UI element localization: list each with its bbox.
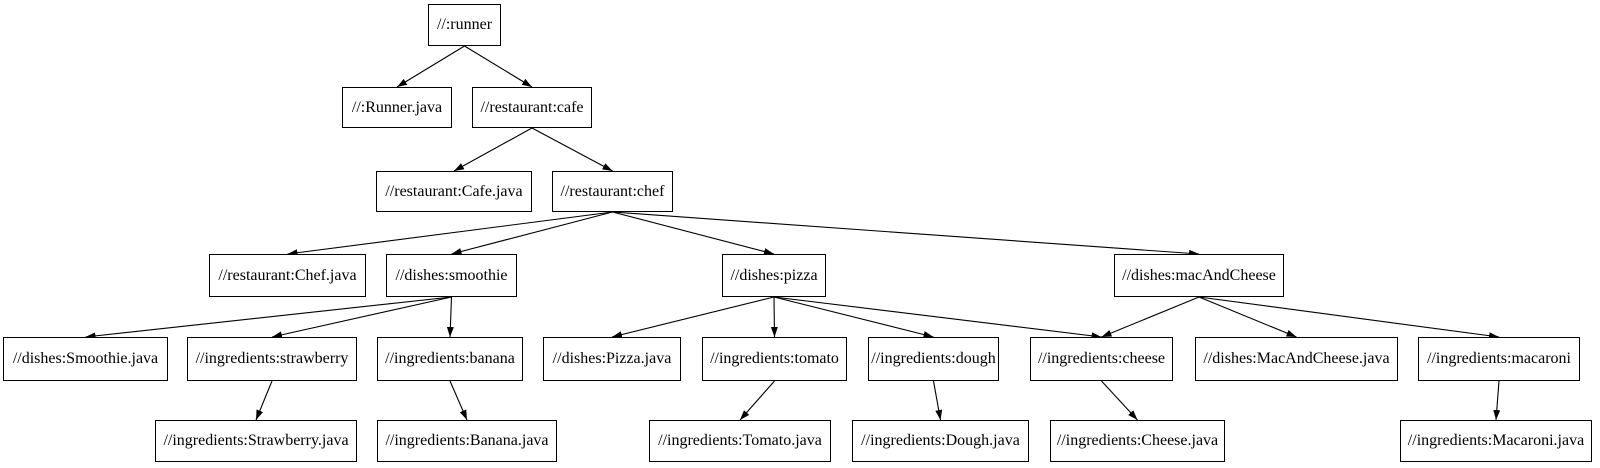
graph-node-cheese_java: //ingredients:Cheese.java <box>1050 420 1225 462</box>
graph-edge-chef-to-macandcheese <box>612 211 1200 257</box>
graph-node-cafe_java: //restaurant:Cafe.java <box>376 171 532 212</box>
graph-node-cheese: //ingredients:cheese <box>1030 337 1173 381</box>
graph-node-label: //ingredients:cheese <box>1037 350 1166 367</box>
graph-edge-pizza-to-dough <box>773 296 934 338</box>
graph-node-label: //dishes:pizza <box>730 266 818 284</box>
graph-node-tomato_java: //ingredients:Tomato.java <box>649 420 831 462</box>
graph-node-label: //ingredients:Tomato.java <box>658 432 822 449</box>
graph-node-label: //ingredients:Strawberry.java <box>163 432 349 449</box>
graph-node-label: //restaurant:Cafe.java <box>385 182 523 200</box>
graph-node-label: //dishes:MacAndCheese.java <box>1203 350 1390 367</box>
graph-edge-strawberry-to-strawberry_java <box>255 380 273 421</box>
graph-node-runner_java: //:Runner.java <box>342 87 452 128</box>
graph-edge-smoothie-to-smoothie_java <box>85 296 452 340</box>
graph-node-label: //ingredients:Macaroni.java <box>1407 432 1585 449</box>
graph-node-banana: //ingredients:banana <box>377 337 523 381</box>
graph-node-macaroni_java: //ingredients:Macaroni.java <box>1400 420 1592 462</box>
graph-edge-pizza-to-tomato <box>770 296 778 338</box>
graph-node-macandcheese_java: //dishes:MacAndCheese.java <box>1195 337 1398 381</box>
graph-node-label: //ingredients:Banana.java <box>385 432 549 449</box>
graph-node-label: //restaurant:chef <box>560 182 665 200</box>
graph-node-chef: //restaurant:chef <box>552 171 673 212</box>
graph-edge-chef-to-pizza <box>612 211 775 255</box>
graph-edge-cheese-to-cheese_java <box>1101 380 1138 421</box>
graph-edge-dough-to-dough_java <box>932 380 943 421</box>
graph-node-label: //restaurant:cafe <box>480 98 584 116</box>
graph-edge-macandcheese-to-cheese <box>1101 296 1200 338</box>
graph-node-tomato: //ingredients:tomato <box>702 337 847 381</box>
graph-edge-banana-to-banana_java <box>449 380 468 421</box>
graph-node-runner: //:runner <box>428 4 501 46</box>
graph-node-chef_java: //restaurant:Chef.java <box>209 254 366 297</box>
graph-edge-smoothie-to-banana <box>446 296 454 338</box>
graph-node-pizza: //dishes:pizza <box>722 254 826 297</box>
graph-node-banana_java: //ingredients:Banana.java <box>377 420 557 462</box>
graph-node-label: //ingredients:strawberry <box>195 350 349 367</box>
graph-node-strawberry_java: //ingredients:Strawberry.java <box>155 420 357 462</box>
graph-node-label: //ingredients:banana <box>385 350 515 367</box>
graph-edge-runner-to-cafe <box>464 45 533 88</box>
graph-node-label: //dishes:macAndCheese <box>1122 266 1276 284</box>
graph-edge-macandcheese-to-macandcheese_java <box>1198 296 1297 338</box>
graph-edge-cafe-to-chef <box>531 127 613 172</box>
graph-node-label: //ingredients:Dough.java <box>861 432 1020 449</box>
graph-edge-macaroni-to-macaroni_java <box>1493 380 1501 421</box>
graph-node-cafe: //restaurant:cafe <box>472 87 592 128</box>
graph-edge-smoothie-to-strawberry <box>271 296 452 339</box>
graph-edge-chef-to-smoothie <box>451 211 613 255</box>
graph-node-label: //ingredients:dough <box>871 350 996 367</box>
graph-node-strawberry: //ingredients:strawberry <box>187 337 357 381</box>
graph-node-label: //restaurant:Chef.java <box>218 266 357 284</box>
graph-edge-macandcheese-to-macaroni <box>1198 296 1500 340</box>
graph-node-label: //:Runner.java <box>351 98 443 116</box>
graph-edge-chef-to-chef_java <box>287 211 613 257</box>
graph-edge-pizza-to-pizza_java <box>611 296 775 339</box>
graph-node-pizza_java: //dishes:Pizza.java <box>543 337 681 381</box>
graph-node-label: //dishes:smoothie <box>395 266 508 284</box>
graph-node-label: //:runner <box>436 16 493 33</box>
graph-node-label: //dishes:Pizza.java <box>552 350 672 367</box>
graph-node-macandcheese: //dishes:macAndCheese <box>1114 254 1284 297</box>
graph-edge-tomato-to-tomato_java <box>739 380 775 421</box>
graph-node-macaroni: //ingredients:macaroni <box>1418 337 1580 381</box>
graph-node-smoothie_java: //dishes:Smoothie.java <box>3 337 168 381</box>
graph-node-label: //ingredients:Cheese.java <box>1056 432 1219 449</box>
graph-node-label: //ingredients:tomato <box>710 350 839 367</box>
graph-edge-runner-to-runner_java <box>396 45 465 88</box>
graph-edge-pizza-to-cheese <box>773 296 1102 340</box>
graph-node-smoothie: //dishes:smoothie <box>386 254 517 297</box>
graph-edge-cafe-to-cafe_java <box>453 127 533 172</box>
graph-node-label: //ingredients:macaroni <box>1427 350 1571 367</box>
graph-node-dough_java: //ingredients:Dough.java <box>852 420 1029 462</box>
graph-node-dough: //ingredients:dough <box>868 337 999 381</box>
graph-node-label: //dishes:Smoothie.java <box>12 350 159 367</box>
